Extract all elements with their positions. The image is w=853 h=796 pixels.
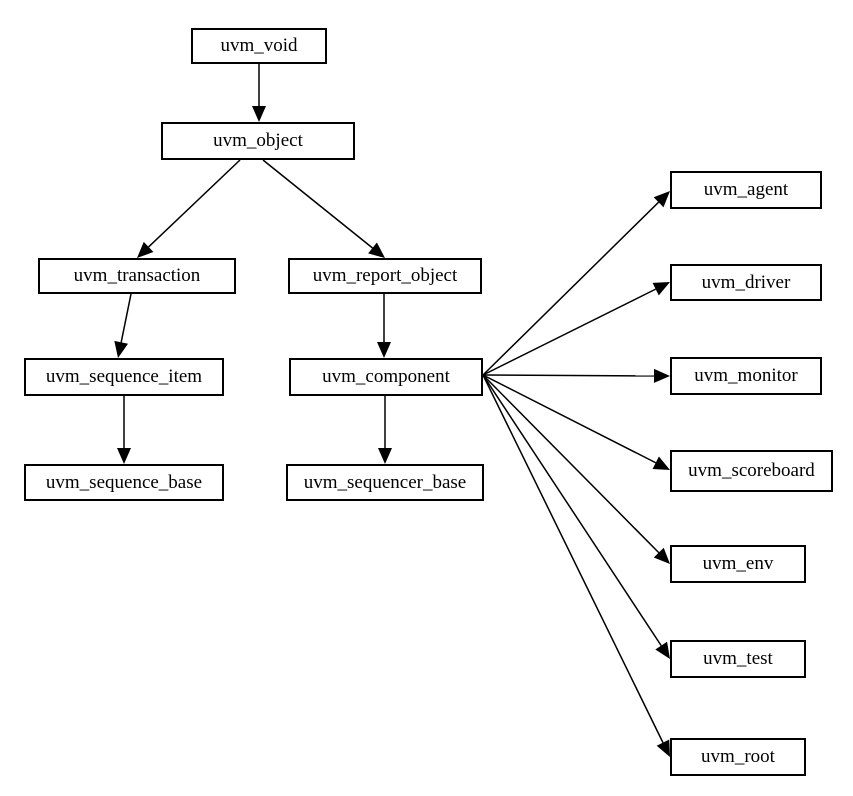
- node-label: uvm_sequencer_base: [303, 471, 467, 493]
- edge-uvm-sequence-item-to-uvm-sequence-base: [117, 396, 131, 464]
- edge-uvm-component-to-uvm-scoreboard: [482, 374, 670, 470]
- edge-line: [482, 374, 664, 743]
- node-label: uvm_scoreboard: [688, 460, 815, 481]
- edge-uvm-component-to-uvm-sequencer-base: [378, 396, 392, 464]
- edge-uvm-void-to-uvm-object: [252, 64, 266, 122]
- arrowhead: [653, 191, 670, 208]
- arrowhead: [655, 641, 670, 659]
- edge-line: [482, 374, 660, 554]
- arrowhead: [114, 340, 129, 358]
- node-label: uvm_monitor: [694, 365, 798, 386]
- edge-uvm-component-to-uvm-agent: [482, 191, 670, 376]
- node-label: uvm_root: [701, 746, 775, 767]
- node-uvm-env: uvm_env: [670, 545, 806, 583]
- node-uvm-scoreboard: uvm_scoreboard: [670, 450, 833, 492]
- node-label: uvm_report_object: [312, 265, 458, 286]
- edge-line: [148, 159, 241, 248]
- node-label: uvm_void: [220, 35, 298, 56]
- arrowhead: [252, 106, 266, 122]
- node-uvm-sequencer-base: uvm_sequencer_base: [286, 464, 484, 501]
- edge-line: [482, 374, 662, 647]
- edge-uvm-component-to-uvm-env: [482, 374, 670, 564]
- node-uvm-test: uvm_test: [670, 640, 806, 678]
- arrowhead: [652, 282, 670, 296]
- edge-line: [262, 159, 373, 249]
- arrowhead: [652, 456, 670, 470]
- arrowhead: [378, 448, 392, 464]
- edge-line: [482, 374, 655, 377]
- arrowhead: [656, 739, 670, 757]
- node-uvm-void: uvm_void: [191, 28, 327, 64]
- node-label: uvm_test: [703, 648, 773, 669]
- node-label: uvm_sequence_base: [45, 471, 203, 493]
- edge-uvm-object-to-uvm-report-object: [262, 159, 385, 258]
- edge-uvm-component-to-uvm-test: [482, 374, 670, 659]
- node-label: uvm_sequence_item: [45, 366, 203, 387]
- node-label: uvm_transaction: [73, 265, 201, 286]
- edge-uvm-transaction-to-uvm-sequence-item: [114, 293, 132, 358]
- edge-line: [482, 288, 657, 376]
- node-uvm-monitor: uvm_monitor: [670, 357, 822, 395]
- arrowhead: [377, 342, 391, 358]
- node-uvm-sequence-base: uvm_sequence_base: [24, 464, 224, 501]
- node-label: uvm_object: [213, 130, 303, 151]
- node-uvm-component: uvm_component: [289, 358, 483, 396]
- arrowhead: [653, 368, 670, 383]
- edge-uvm-component-to-uvm-root: [482, 374, 670, 757]
- edge-line: [120, 293, 132, 343]
- edge-uvm-component-to-uvm-monitor: [482, 368, 670, 383]
- edge-uvm-report-object-to-uvm-component: [377, 294, 391, 358]
- node-uvm-agent: uvm_agent: [670, 171, 822, 209]
- node-uvm-sequence-item: uvm_sequence_item: [24, 358, 224, 396]
- node-uvm-report-object: uvm_report_object: [288, 258, 482, 294]
- node-label: uvm_agent: [703, 179, 789, 200]
- edge-line: [482, 374, 657, 464]
- node-label: uvm_component: [322, 366, 450, 387]
- node-uvm-root: uvm_root: [670, 738, 806, 776]
- node-label: uvm_env: [702, 553, 774, 574]
- edge-line: [482, 201, 660, 376]
- edge-uvm-object-to-uvm-transaction: [137, 159, 241, 258]
- arrowhead: [117, 448, 131, 464]
- arrowhead: [137, 241, 154, 258]
- edge-uvm-component-to-uvm-driver: [482, 282, 670, 376]
- node-label: uvm_driver: [701, 271, 791, 293]
- node-uvm-object: uvm_object: [161, 122, 355, 160]
- node-uvm-driver: uvm_driver: [670, 264, 822, 301]
- node-uvm-transaction: uvm_transaction: [38, 258, 236, 294]
- arrowhead: [368, 242, 385, 258]
- arrowhead: [653, 547, 670, 564]
